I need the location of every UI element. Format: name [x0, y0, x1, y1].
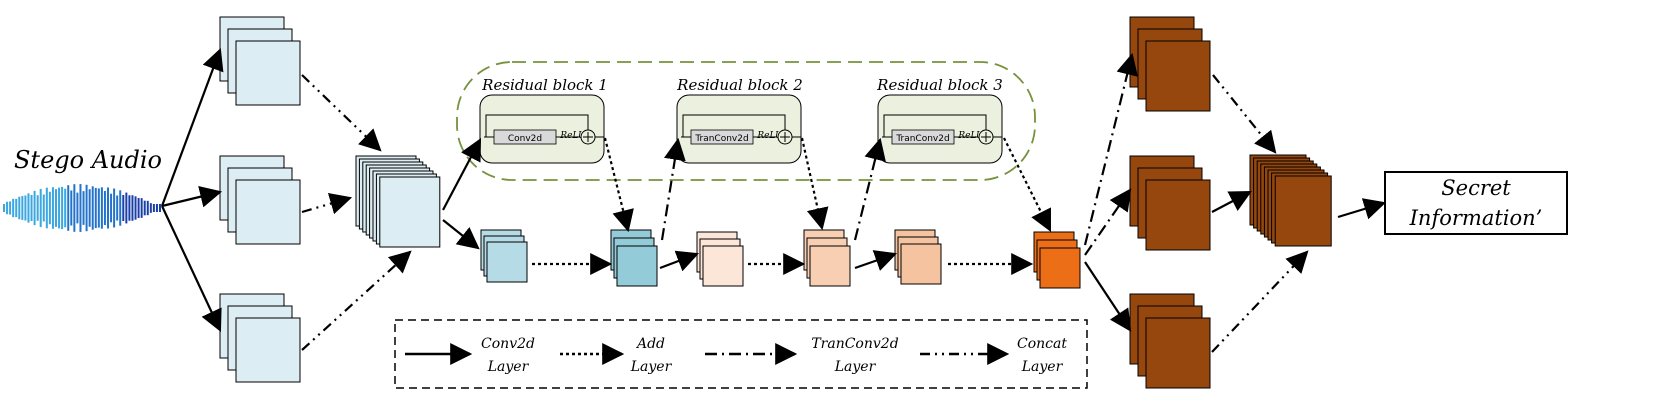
add-layers-3: [1033, 231, 1081, 289]
residual-container-dashed: [456, 61, 1036, 181]
skip-connection: [485, 114, 589, 137]
legend-concat-line2: Layer: [1021, 359, 1064, 375]
tranconv-layers-1: [696, 231, 744, 287]
arrow-add1-to-tranconv1: [659, 250, 700, 272]
arrow-add2-to-block3: [853, 137, 886, 241]
arrow-concat-to-output: [1337, 198, 1387, 220]
connection-arrows: [160, 47, 1387, 353]
input-branch-top-layers-sheet: [235, 40, 301, 106]
arrow-top-to-concat: [301, 74, 382, 152]
arrow-add3-to-out-bottom: [1084, 261, 1132, 332]
input-label: Stego Audio: [14, 146, 162, 174]
arrow-mid-to-concat: [301, 192, 353, 215]
output-branch-top-layers: [1129, 16, 1211, 112]
output-branch-bottom-layers-sheet: [1145, 317, 1211, 389]
tranconv-layers-2: [894, 229, 942, 285]
input-branch-top-layers: [219, 16, 301, 106]
tranconv-layers-1-sheet: [702, 245, 744, 287]
arrow-concat-to-conv1: [442, 219, 480, 250]
add-layers-2-sheet: [809, 245, 851, 287]
arrow-add3-to-out-top: [1083, 52, 1138, 246]
concat-brown-layers-sheet: [1274, 175, 1332, 247]
tranconv-layers-2-sheet: [900, 243, 942, 285]
audio-waveform-icon: [3, 184, 161, 232]
concat-brown-layers: [1249, 154, 1332, 247]
output-label-line2: Information’: [1409, 206, 1543, 230]
add-layers-1-sheet: [616, 245, 658, 287]
arrow-concat-to-block1: [442, 138, 482, 211]
arrow-out-top-to-concat: [1212, 74, 1277, 154]
residual-block-3: Residual block 3 TranConv2d ReLU: [876, 76, 1003, 164]
skip-connection: [883, 114, 987, 137]
input-branch-mid-layers: [219, 155, 301, 245]
residual-block-title: Residual block 2: [676, 76, 803, 94]
input-branch-bottom-layers-sheet: [235, 317, 301, 383]
arrow-out-bottom-to-concat: [1211, 250, 1309, 353]
conv-layers-1-sheet: [486, 241, 528, 283]
inner-layer-label: TranConv2d: [694, 134, 748, 144]
residual-block-title: Residual block 1: [481, 76, 608, 94]
legend-add-line2: Layer: [630, 359, 673, 375]
arrow-block3-to-add3: [1003, 137, 1051, 232]
arrow-add1-to-block2: [660, 137, 686, 241]
concat-blue-layers: [355, 155, 441, 248]
arrow-add3-to-out-mid: [1084, 188, 1132, 256]
output-branch-top-layers-sheet: [1145, 40, 1211, 112]
relu-label: ReLU: [559, 131, 586, 141]
arrow-input-to-mid: [161, 185, 223, 208]
residual-block-title: Residual block 3: [876, 76, 1003, 94]
legend-conv2d-line1: Conv2d: [481, 336, 535, 352]
add-layers-2: [803, 229, 851, 287]
concat-blue-layers-sheet: [379, 176, 441, 248]
conv-layers-1: [480, 229, 528, 283]
arrow-input-to-bottom: [161, 205, 222, 332]
residual-block-box: [479, 94, 605, 164]
output-branch-bottom-layers: [1129, 293, 1211, 389]
arrow-block2-to-add2: [800, 137, 829, 231]
relu-label: ReLU: [957, 131, 984, 141]
output-box: [1384, 171, 1568, 235]
add-layers-3-sheet: [1039, 247, 1081, 289]
legend-box: [394, 319, 1088, 389]
legend-concat-line1: Concat: [1017, 336, 1067, 352]
legend-tranconv2d-line2: Layer: [834, 359, 877, 375]
residual-block-box: [676, 94, 802, 164]
arrow-block1-to-add1: [603, 137, 634, 233]
input-branch-mid-layers-sheet: [235, 179, 301, 245]
legend-tranconv2d-line1: TranConv2d: [811, 336, 898, 352]
output-label-line1: Secret: [1441, 176, 1511, 200]
arrow-add2-to-tranconv2: [854, 250, 898, 271]
input-branch-bottom-layers: [219, 293, 301, 383]
arrow-bottom-to-concat: [301, 250, 412, 351]
residual-block-box: [877, 94, 1003, 164]
inner-layer-label: TranConv2d: [895, 134, 949, 144]
residual-block-1: Residual block 1 Conv2d ReLU: [479, 76, 608, 164]
inner-layer-label: Conv2d: [508, 134, 542, 144]
relu-label: ReLU: [756, 131, 783, 141]
skip-connection: [682, 114, 786, 137]
output-branch-mid-layers: [1129, 155, 1211, 251]
add-layers-1: [610, 229, 658, 287]
output-branch-mid-layers-sheet: [1145, 179, 1211, 251]
feature-map-layers: [219, 16, 1332, 389]
legend-add-line1: Add: [635, 336, 665, 352]
legend: Conv2d Layer Add Layer TranConv2d Layer …: [394, 319, 1088, 389]
arrow-input-to-top: [160, 47, 224, 207]
arrow-out-mid-to-concat: [1211, 190, 1252, 213]
legend-conv2d-line2: Layer: [487, 359, 530, 375]
residual-block-2: Residual block 2 TranConv2d ReLU: [676, 76, 803, 164]
